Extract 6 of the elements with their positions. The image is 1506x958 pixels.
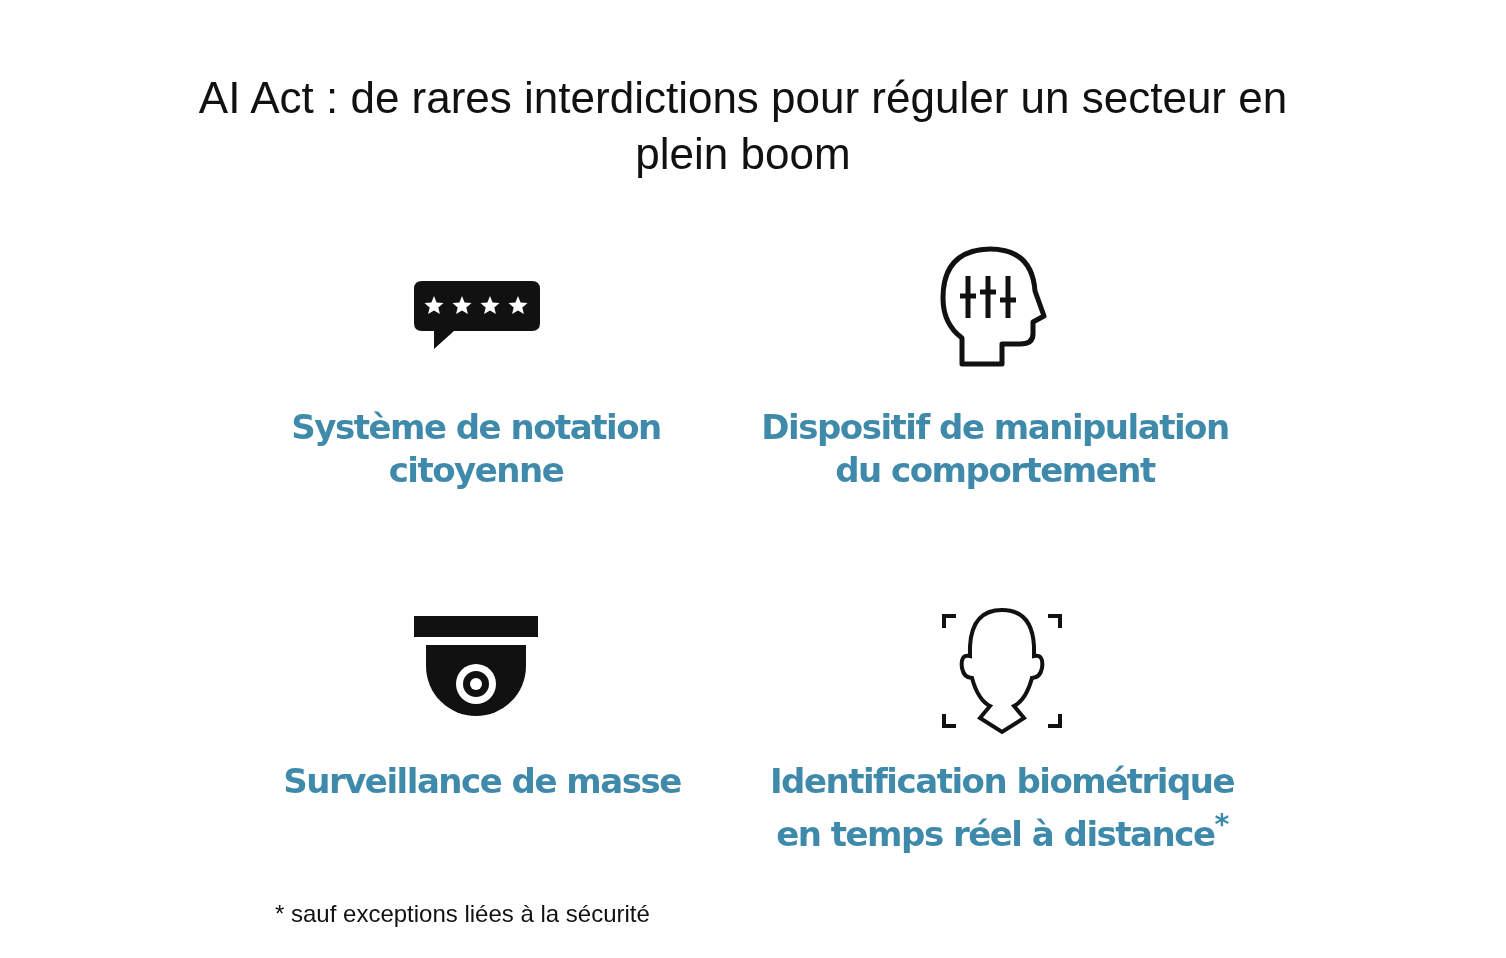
title: AI Act : de rares interdictions pour réguler un secteur en plein boom (197, 72, 1289, 180)
caption: Dispositif de manipulation du comportement (760, 406, 1230, 492)
footnote: * sauf exceptions liées à la sécurité (275, 900, 650, 928)
caption: Identification biométrique en temps réel à distance$^{*}$ (768, 760, 1236, 857)
caption: Surveillance de masse (282, 760, 682, 803)
caption: Système de notation citoyenne (290, 406, 662, 492)
